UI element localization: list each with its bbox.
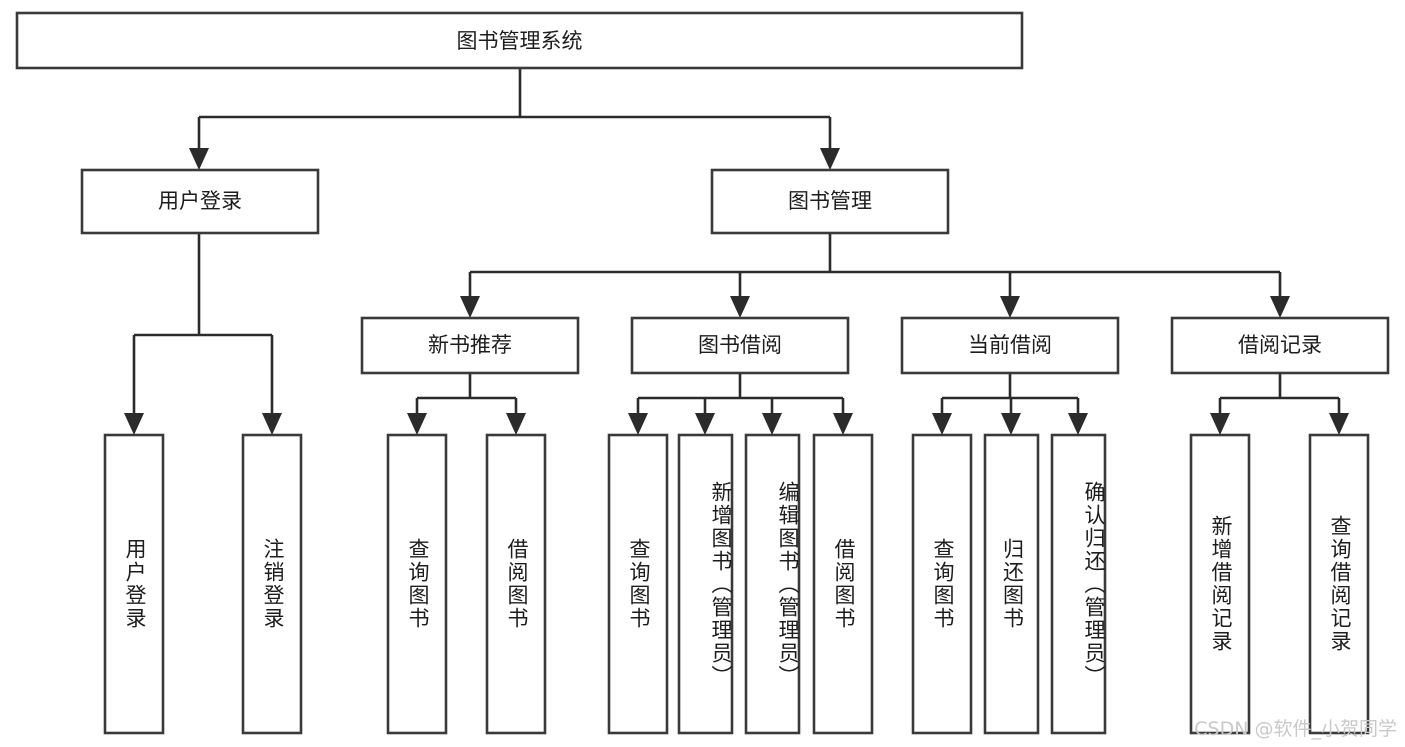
arrow-head-leaf-query-book-current	[932, 413, 952, 435]
arrow-head-leaf-confirm-return-admin	[1068, 413, 1088, 435]
node-leaf-query-book-borrow-box[interactable]	[607, 433, 669, 735]
node-new-book-recommend-label: 新书推荐	[428, 333, 512, 357]
arrow-head-leaf-borrow-book-recommend	[506, 413, 526, 435]
connector-group-borrow-record	[1210, 373, 1349, 435]
node-book-borrow-box[interactable]	[630, 316, 850, 375]
node-new-book-recommend[interactable]: 新书推荐	[360, 316, 580, 375]
node-leaf-query-book-current-box[interactable]	[911, 433, 973, 735]
node-root-label: 图书管理系统	[457, 29, 583, 53]
connector-group-new-book-recommend	[407, 373, 526, 435]
node-leaf-add-book-admin-box[interactable]	[677, 433, 734, 735]
node-root-box[interactable]	[15, 11, 1024, 70]
node-book-management-box[interactable]	[710, 168, 950, 235]
node-current-borrow-label: 当前借阅	[968, 333, 1052, 357]
node-leaf-confirm-return-admin-box[interactable]	[1050, 433, 1107, 735]
connector-group-book-borrow	[628, 373, 853, 435]
connector-group-user-login	[124, 233, 282, 435]
arrow-head-leaf-query-book-recommend	[407, 413, 427, 435]
arrow-head-leaf-add-book-admin	[695, 413, 715, 435]
node-user-login-box[interactable]	[80, 168, 320, 235]
node-new-book-recommend-box[interactable]	[360, 316, 580, 375]
arrow-head-user-login	[189, 148, 209, 170]
arrow-head-leaf-query-borrow-record	[1329, 413, 1349, 435]
node-book-borrow[interactable]: 图书借阅	[630, 316, 850, 375]
arrow-head-leaf-add-borrow-record	[1210, 413, 1230, 435]
node-leaf-add-borrow-record-box[interactable]	[1189, 433, 1251, 735]
arrow-head-leaf-query-book-borrow	[628, 413, 648, 435]
node-current-borrow-box[interactable]	[900, 316, 1120, 375]
node-borrow-record-label: 借阅记录	[1238, 333, 1322, 357]
node-book-borrow-label: 图书借阅	[698, 333, 782, 357]
arrow-head-leaf-user-login	[124, 413, 144, 435]
node-leaf-query-book-recommend-box[interactable]	[386, 433, 448, 735]
arrow-head-new-book-recommend	[460, 296, 480, 318]
node-leaf-borrow-book-recommend-box[interactable]	[485, 433, 547, 735]
node-book-management[interactable]: 图书管理	[710, 168, 950, 235]
arrow-head-current-borrow	[1000, 296, 1020, 318]
node-borrow-record[interactable]: 借阅记录	[1170, 316, 1390, 375]
node-user-login-label: 用户登录	[158, 189, 242, 213]
node-leaf-query-borrow-record-box[interactable]	[1308, 433, 1370, 735]
node-current-borrow[interactable]: 当前借阅	[900, 316, 1120, 375]
arrow-head-leaf-logout	[262, 413, 282, 435]
arrow-head-leaf-borrow-book	[833, 413, 853, 435]
node-leaf-edit-book-admin-box[interactable]	[744, 433, 801, 735]
node-root[interactable]: 图书管理系统	[15, 11, 1024, 70]
arrow-head-book-management	[820, 148, 840, 170]
node-leaf-user-login-box[interactable]	[103, 433, 165, 735]
connector-group-root	[189, 68, 840, 170]
node-leaf-logout-box[interactable]	[241, 433, 303, 735]
node-borrow-record-box[interactable]	[1170, 316, 1390, 375]
arrow-head-borrow-record	[1270, 296, 1290, 318]
connector-group-book-management	[460, 233, 1290, 318]
arrow-head-leaf-return-book	[1001, 413, 1021, 435]
arrow-head-leaf-edit-book-admin	[762, 413, 782, 435]
node-book-management-label: 图书管理	[788, 189, 872, 213]
watermark-text: CSDN @软件_小贺同学	[1194, 718, 1397, 740]
node-leaf-return-book-box[interactable]	[983, 433, 1040, 735]
leaf-boxes	[103, 433, 1370, 735]
arrow-head-book-borrow	[730, 296, 750, 318]
node-user-login[interactable]: 用户登录	[80, 168, 320, 235]
connector-group-current-borrow	[932, 373, 1088, 435]
node-leaf-borrow-book-box[interactable]	[812, 433, 874, 735]
